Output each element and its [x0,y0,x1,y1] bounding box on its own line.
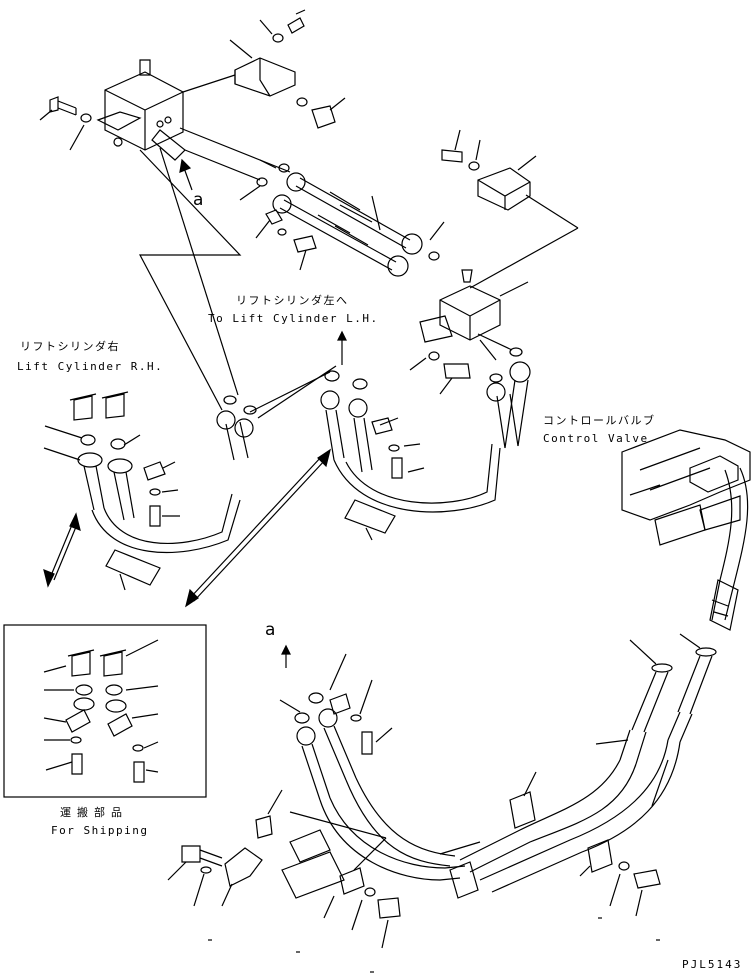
lift-rh-fittings [43,391,257,591]
bottom-clamps [167,789,660,973]
bolt-left [39,96,92,151]
control-valve [621,429,751,631]
shipping-box [3,624,207,798]
lift-lh-label-jp: リフトシリンダ左へ [236,294,349,307]
right-valve-block [409,269,529,395]
drawing-code: PJL5143 [682,958,743,971]
top-bracket-group [229,9,346,129]
top-valve-block [96,59,186,161]
lift-rh-label-en: Lift Cylinder R.H. [17,360,164,373]
center-tubes [239,159,445,277]
shipping-arrows [43,448,331,608]
marker-a-top: a [193,190,205,210]
right-long-pipes [459,633,717,917]
control-valve-label-en: Control Valve [543,432,649,445]
marker-a-bottom: a [265,620,277,640]
control-valve-label-jp: コントロールバルブ [543,414,656,427]
bottom-center-fittings [279,644,481,899]
lift-lh-fittings [320,330,531,541]
lift-lh-label-en: To Lift Cylinder L.H. [208,312,379,325]
lift-rh-label-jp: リフトシリンダ右 [20,340,120,353]
shipping-label-jp: 運搬部品 [60,806,128,819]
shipping-label-en: For Shipping [51,824,149,837]
top-right-bracket [441,129,579,289]
